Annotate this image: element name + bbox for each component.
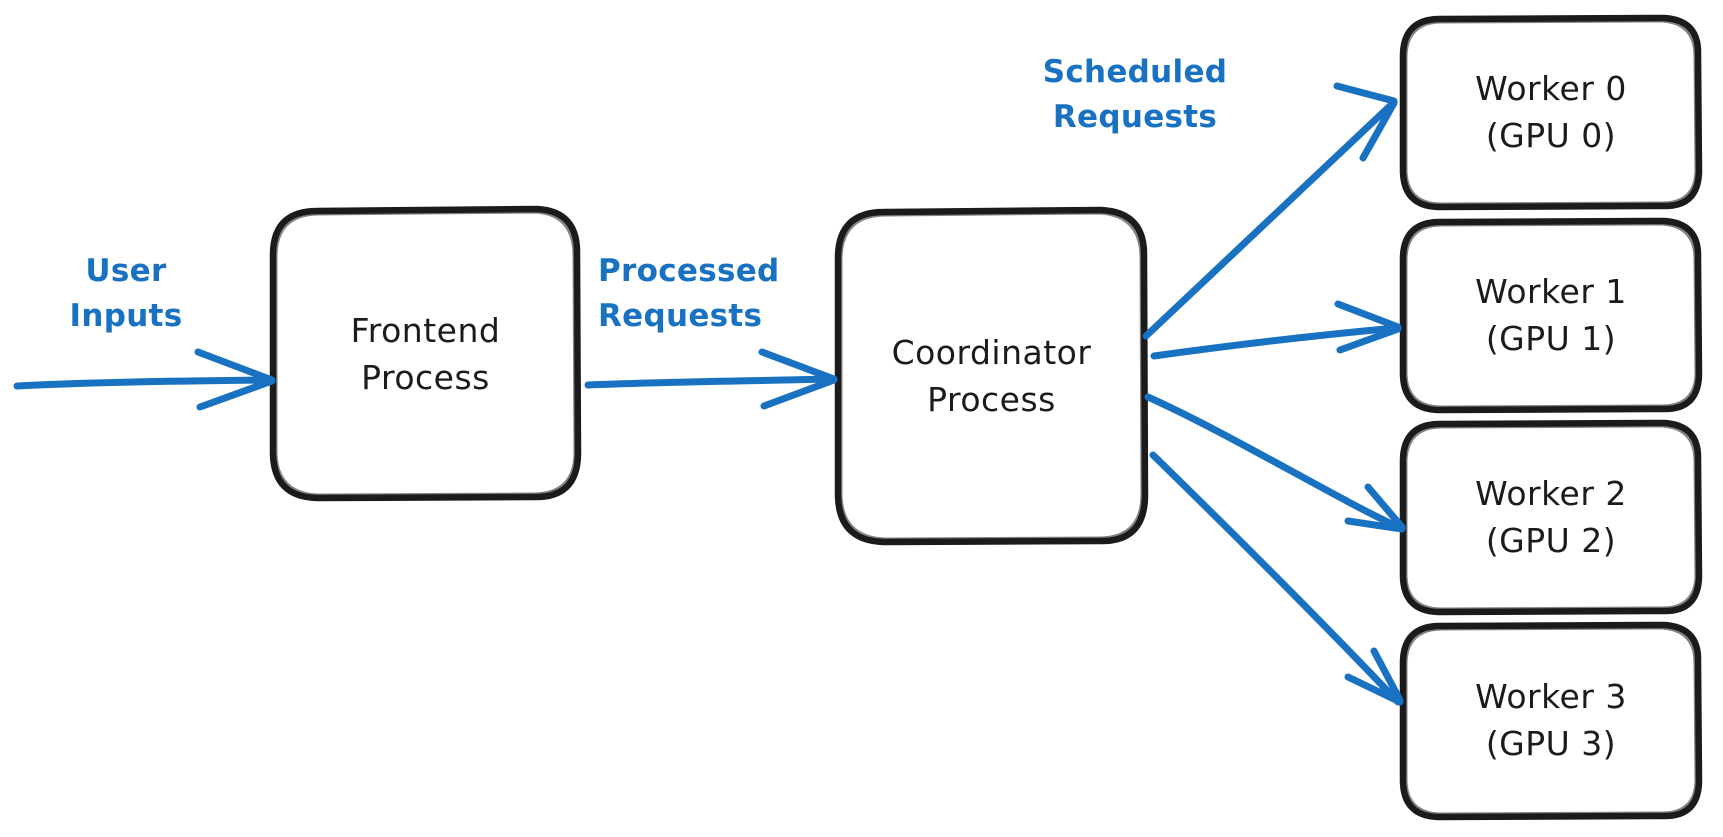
processed-requests-label-line-2: Requests	[598, 297, 763, 334]
arrow-coordinator-to-worker-0	[1142, 82, 1398, 340]
user-inputs-label-line-1: User	[85, 253, 167, 289]
node-shape-worker-2[interactable]	[1399, 419, 1703, 616]
node-shape-worker-0[interactable]	[1399, 14, 1703, 211]
arrow-processed-requests	[584, 348, 838, 410]
worker-0-node[interactable]	[1403, 18, 1699, 207]
user-inputs-edge-label: User Inputs	[46, 249, 206, 339]
processed-requests-label-line-1: Processed	[598, 253, 780, 289]
arrow-coordinator-to-worker-3	[1149, 451, 1404, 706]
scheduled-requests-edge-label: Scheduled Requests	[1042, 50, 1228, 140]
arrow-coordinator-to-worker-1	[1150, 300, 1402, 360]
worker-2-node[interactable]	[1403, 423, 1699, 612]
scheduled-requests-label-line-2: Requests	[1052, 98, 1218, 135]
node-shape-frontend-process[interactable]	[269, 205, 582, 502]
coordinator-process-node[interactable]	[838, 210, 1145, 542]
arrow-user-inputs	[13, 348, 276, 411]
user-inputs-label-line-2: Inputs	[69, 297, 183, 334]
node-shape-worker-3[interactable]	[1399, 621, 1703, 821]
processed-requests-edge-label: Processed Requests	[598, 249, 780, 339]
node-shape-coordinator-process[interactable]	[834, 206, 1149, 546]
node-shape-worker-1[interactable]	[1399, 217, 1703, 414]
arrow-coordinator-to-worker-2	[1144, 393, 1406, 533]
worker-1-node[interactable]	[1403, 221, 1699, 410]
worker-3-node[interactable]	[1403, 625, 1699, 817]
frontend-process-node[interactable]	[273, 209, 578, 498]
scheduled-requests-label-line-1: Scheduled	[1042, 54, 1228, 90]
